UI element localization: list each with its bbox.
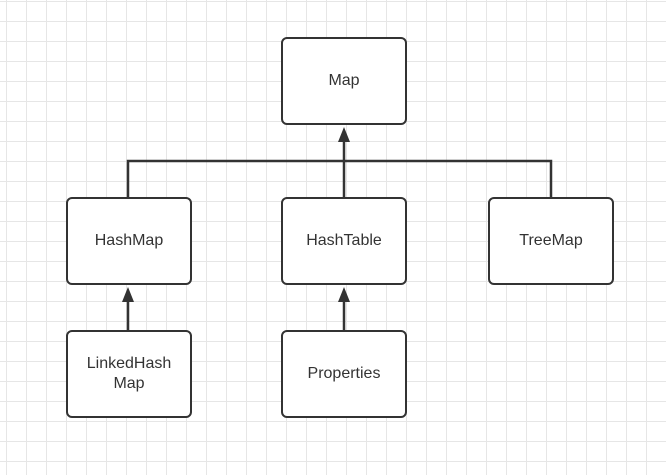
arrowhead-hashmap xyxy=(122,287,134,302)
arrowhead-map xyxy=(338,127,350,142)
node-hashmap-label: HashMap xyxy=(94,232,164,249)
connector-hashmap-to-map xyxy=(126,159,553,197)
node-linkedhashmap-label: LinkedHash Map xyxy=(86,355,172,392)
node-properties-label: Properties xyxy=(307,365,381,382)
node-map[interactable]: Map xyxy=(281,37,407,125)
node-map-label: Map xyxy=(328,72,360,89)
node-properties[interactable]: Properties xyxy=(281,330,407,418)
node-hashtable[interactable]: HashTable xyxy=(281,197,407,285)
node-treemap[interactable]: TreeMap xyxy=(488,197,614,285)
node-hashmap[interactable]: HashMap xyxy=(66,197,192,285)
node-linkedhashmap[interactable]: LinkedHash Map xyxy=(66,330,192,418)
node-treemap-label: TreeMap xyxy=(519,232,583,249)
node-hashtable-label: HashTable xyxy=(306,232,382,249)
arrowhead-hashtable xyxy=(338,287,350,302)
